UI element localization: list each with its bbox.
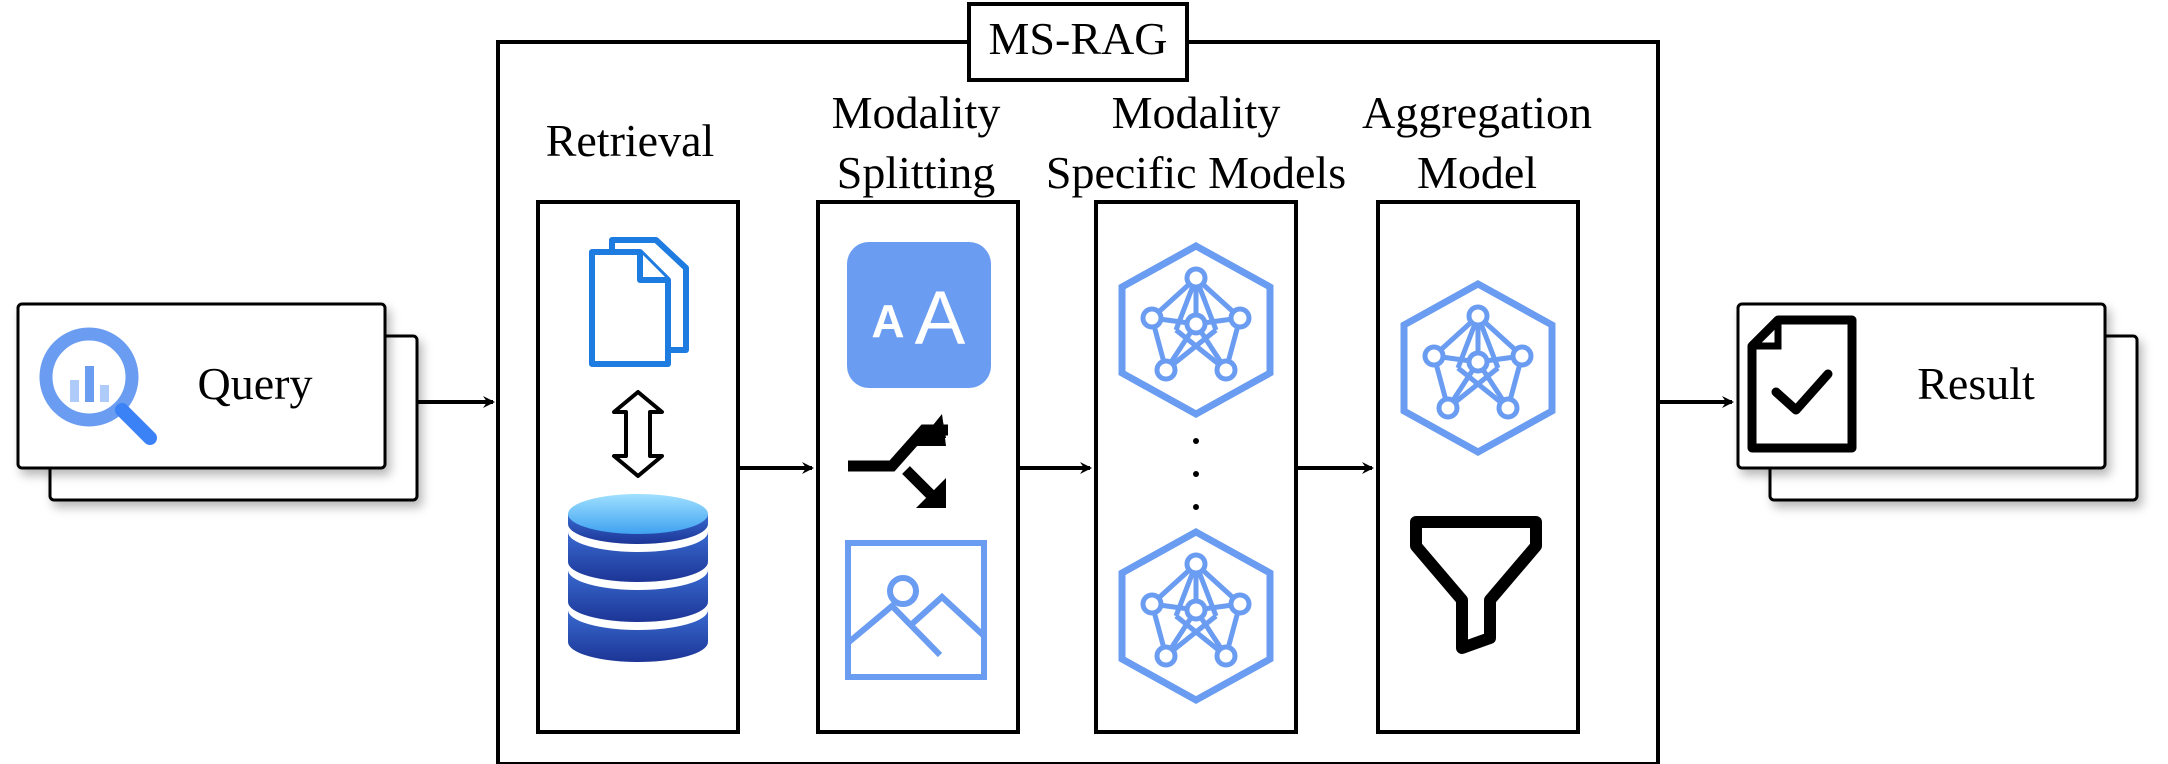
- query-search-icon: [39, 327, 157, 445]
- stage-modality-splitting: Modality Splitting A A: [816, 87, 1020, 734]
- stage-aggregation-title-line1: Aggregation: [1362, 87, 1592, 138]
- documents-icon: [589, 237, 689, 367]
- image-icon: [845, 540, 987, 680]
- stage-splitting-title-line1: Modality: [832, 87, 1001, 138]
- result-label: Result: [1917, 358, 2035, 409]
- query-node: Query: [16, 302, 419, 502]
- stage-retrieval-title: Retrieval: [546, 115, 715, 166]
- stage-splitting-title-line2: Splitting: [837, 147, 995, 198]
- ms-rag-title-box: [967, 2, 1189, 82]
- stage-models-title-line1: Modality: [1112, 87, 1281, 138]
- vertical-ellipsis-icon: [1193, 438, 1199, 510]
- svg-text:A: A: [871, 295, 904, 347]
- stage-retrieval: Retrieval: [536, 115, 740, 734]
- text-font-icon: A A: [847, 242, 991, 388]
- svg-text:A: A: [915, 276, 966, 361]
- query-label: Query: [198, 358, 313, 409]
- ms-rag-title: MS-RAG: [989, 13, 1168, 64]
- split-arrow-icon: [848, 414, 948, 508]
- stage-aggregation-title-line2: Model: [1417, 147, 1537, 198]
- document-check-icon: [1747, 315, 1857, 453]
- database-icon: [568, 494, 708, 662]
- funnel-icon: [1410, 516, 1542, 654]
- bidirectional-arrow-icon: [612, 390, 664, 478]
- stage-modality-specific-models: Modality Specific Models: [1046, 87, 1346, 734]
- stage-aggregation-model: Aggregation Model: [1362, 87, 1592, 734]
- stage-models-title-line2: Specific Models: [1046, 147, 1346, 198]
- result-node: Result: [1736, 302, 2139, 502]
